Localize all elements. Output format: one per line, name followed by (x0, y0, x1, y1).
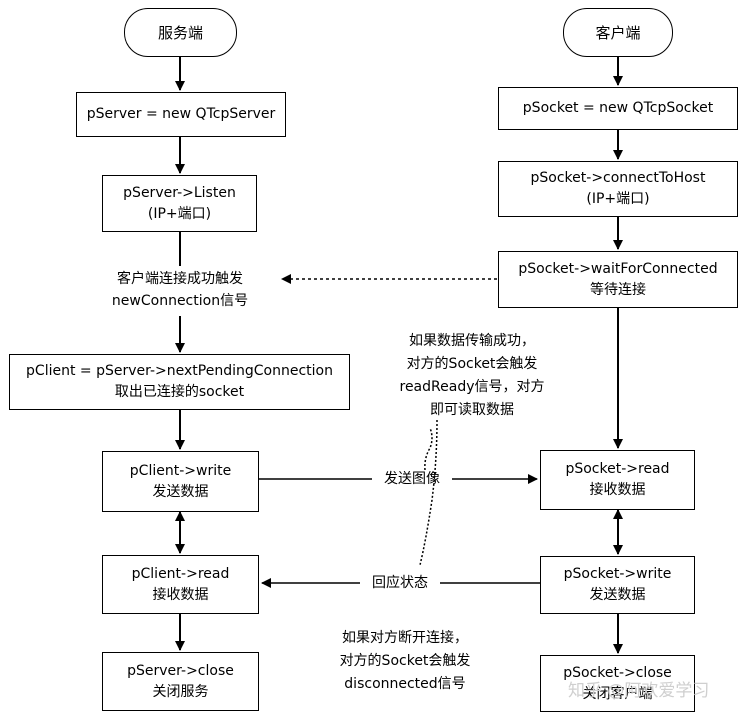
socket-read-line-2: 接收数据 (589, 482, 646, 498)
box-pending-connection: pClient = pServer->nextPendingConnection… (9, 354, 350, 410)
client-read-line-1: pClient->read (131, 565, 230, 582)
socket-write-line-2: 发送数据 (589, 587, 646, 603)
pending-line-2: 取出已连接的socket (114, 384, 245, 400)
ready-read-line-1: 如果数据传输成功， (409, 333, 535, 349)
ready-read-line-3: readReady信号，对方 (399, 379, 545, 395)
wait-line-1: pSocket->waitForConnected (518, 260, 718, 277)
disconnected-line-2: 对方的Socket会触发 (339, 653, 471, 669)
note-ready-read: 如果数据传输成功， 对方的Socket会触发 readReady信号，对方 即可… (372, 330, 572, 422)
ready-read-line-4: 即可读取数据 (430, 402, 514, 418)
client-write-line-2: 发送数据 (152, 483, 209, 500)
disconnected-line-1: 如果对方断开连接， (342, 630, 468, 646)
edge-label-reply-status: 回应状态 (372, 575, 428, 591)
callout-curve-lower (419, 419, 438, 566)
box-listen: pServer->Listen (IP+端口) (102, 175, 257, 232)
connect-line-1: pSocket->connectToHost (530, 170, 706, 186)
client-title: 客户端 (563, 8, 673, 57)
socket-write-line-1: pSocket->write (563, 566, 672, 582)
box-socket-read: pSocket->read 接收数据 (540, 450, 695, 510)
new-connection-line-2: newConnection信号 (111, 293, 249, 309)
socket-close-line-2: 关闭客户端 (582, 685, 653, 702)
server-close-line-2: 关闭服务 (152, 683, 209, 700)
note-disconnected: 如果对方断开连接， 对方的Socket会触发 disconnected信号 (310, 627, 500, 696)
wait-line-2: 等待连接 (590, 281, 646, 298)
client-write-line-1: pClient->write (129, 462, 232, 479)
client-read-line-2: 接收数据 (152, 586, 209, 603)
box-new-socket-text: pSocket = new QTcpSocket (522, 100, 714, 116)
server-title: 服务端 (124, 8, 237, 57)
socket-read-line-1: pSocket->read (565, 461, 670, 477)
callout-curve-upper (424, 427, 433, 471)
box-new-server: pServer = new QTcpServer (76, 92, 286, 137)
ready-read-line-2: 对方的Socket会触发 (406, 356, 538, 372)
box-socket-close: pSocket->close 关闭客户端 (540, 655, 695, 712)
box-wait-for-connected: pSocket->waitForConnected 等待连接 (498, 251, 738, 308)
socket-close-line-1: pSocket->close (563, 664, 672, 681)
server-close-line-1: pServer->close (127, 662, 234, 679)
box-connect-to-host: pSocket->connectToHost (IP+端口) (498, 161, 738, 217)
pending-line-1: pClient = pServer->nextPendingConnection (26, 363, 333, 379)
box-client-read: pClient->read 接收数据 (102, 555, 259, 614)
box-server-close: pServer->close 关闭服务 (102, 652, 259, 711)
new-connection-signal: 客户端连接成功触发 newConnection信号 (80, 268, 280, 312)
box-socket-write: pSocket->write 发送数据 (540, 556, 695, 614)
connect-line-2: (IP+端口) (586, 191, 650, 207)
box-client-write: pClient->write 发送数据 (102, 451, 259, 512)
new-connection-line-1: 客户端连接成功触发 (117, 271, 243, 287)
watermark: 知乎 @阿欢爱学习 (568, 681, 710, 701)
listen-line-2: (IP+端口) (147, 205, 212, 222)
listen-line-1: pServer->Listen (123, 184, 236, 201)
box-new-socket: pSocket = new QTcpSocket (498, 87, 738, 130)
box-new-server-text: pServer = new QTcpServer (86, 106, 276, 122)
disconnected-line-3: disconnected信号 (344, 676, 466, 692)
edge-label-send-image: 发送图像 (384, 471, 440, 487)
